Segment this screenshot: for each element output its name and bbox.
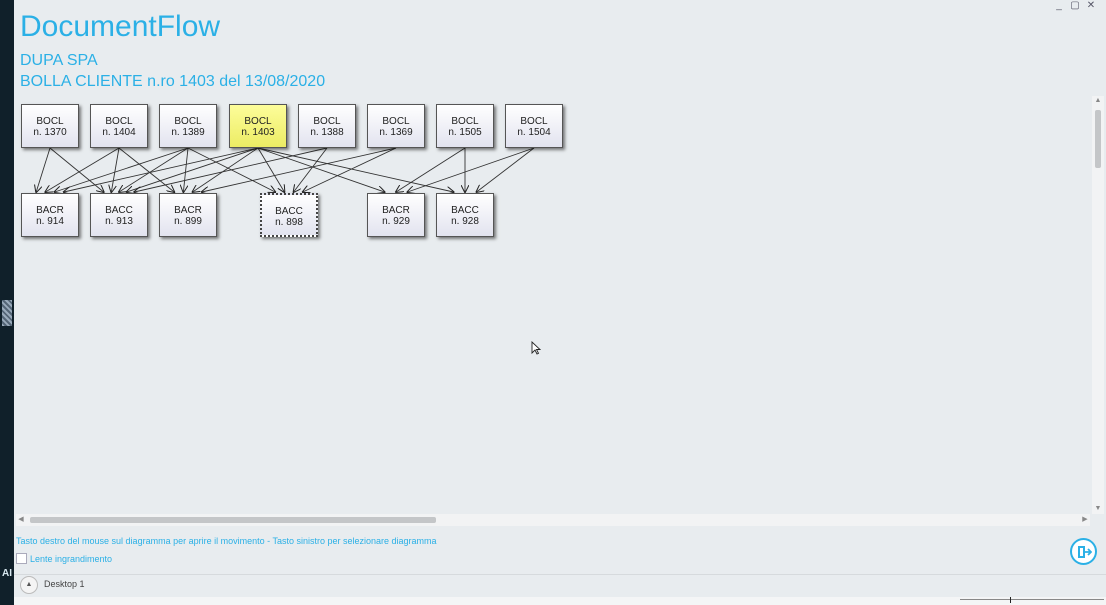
node-type: BACR	[36, 205, 64, 216]
diagram-hint-text: Tasto destro del mouse sul diagramma per…	[16, 536, 437, 546]
flow-arrow	[49, 147, 104, 192]
ruler-line	[960, 599, 1104, 600]
node-number: n. 899	[174, 216, 202, 227]
node-number: n. 928	[451, 216, 479, 227]
taskbar: ▲ Desktop 1	[14, 574, 1106, 595]
node-type: BACC	[105, 205, 133, 216]
scroll-up-arrow-icon[interactable]: ▲	[1094, 97, 1102, 104]
node-type: BOCL	[36, 116, 64, 127]
desktop-label[interactable]: Desktop 1	[44, 579, 85, 589]
flow-arrow	[303, 147, 397, 192]
node-number: n. 1403	[241, 127, 275, 138]
horizontal-scroll-thumb[interactable]	[30, 517, 436, 523]
flow-arrow	[294, 147, 328, 192]
node-type: BACR	[174, 205, 202, 216]
left-edge-strip: AI	[0, 0, 14, 605]
flow-arrow	[193, 147, 259, 192]
node-number: n. 914	[36, 216, 64, 227]
node-number: n. 1370	[33, 127, 67, 138]
minimize-button[interactable]: _	[1056, 0, 1062, 11]
node-type: BACC	[451, 205, 479, 216]
vertical-scrollbar[interactable]: ▲ ▼	[1092, 96, 1104, 514]
exit-button[interactable]	[1070, 538, 1097, 565]
close-button[interactable]: ✕	[1086, 0, 1096, 11]
node-number: n. 1505	[448, 127, 482, 138]
vertical-scroll-thumb[interactable]	[1095, 110, 1101, 168]
node-number: n. 1404	[102, 127, 136, 138]
node-type: BOCL	[451, 116, 479, 127]
node-type: BOCL	[382, 116, 410, 127]
flow-arrows	[16, 147, 535, 514]
left-strip-label: AI	[2, 568, 12, 579]
node-type: BOCL	[313, 116, 341, 127]
scroll-right-arrow-icon[interactable]: ▶	[1082, 516, 1088, 523]
checkbox-box[interactable]	[16, 553, 27, 564]
flow-arrow	[119, 147, 189, 192]
documentflow-window: _ ▢ ✕ DocumentFlow DUPA SPA BOLLA CLIENT…	[14, 0, 1106, 597]
mouse-cursor-icon	[531, 341, 541, 355]
exit-door-icon	[1077, 545, 1092, 558]
horizontal-scrollbar[interactable]: ◀ ▶	[16, 514, 1090, 526]
node-number: n. 1389	[171, 127, 205, 138]
ruler-marker	[1010, 597, 1011, 603]
node-type: BOCL	[244, 116, 272, 127]
flow-arrow	[55, 147, 189, 192]
flow-arrow	[127, 147, 259, 192]
flow-arrow	[477, 147, 535, 192]
flow-arrow	[257, 147, 454, 192]
flow-arrow	[183, 147, 189, 192]
flow-arrow	[64, 147, 259, 192]
node-number: n. 929	[382, 216, 410, 227]
flow-arrow	[134, 147, 328, 192]
node-type: BACC	[275, 206, 303, 217]
app-title: DocumentFlow	[20, 10, 221, 43]
magnifier-label: Lente ingrandimento	[30, 553, 113, 564]
scroll-down-arrow-icon[interactable]: ▼	[1094, 505, 1102, 512]
node-number: n. 898	[275, 217, 303, 228]
flow-arrow	[36, 147, 51, 192]
restore-button[interactable]: ▢	[1070, 0, 1080, 11]
scroll-left-arrow-icon[interactable]: ◀	[18, 516, 24, 523]
flow-arrow	[257, 147, 385, 192]
node-number: n. 1504	[517, 127, 551, 138]
bottom-ruler-strip	[14, 597, 1106, 605]
node-type: BOCL	[105, 116, 133, 127]
flow-arrow	[408, 147, 535, 192]
company-name: DUPA SPA	[20, 52, 98, 69]
flow-arrow	[257, 147, 284, 192]
node-type: BOCL	[520, 116, 548, 127]
flow-arrow	[45, 147, 120, 192]
node-number: n. 913	[105, 216, 133, 227]
node-number: n. 1388	[310, 127, 344, 138]
window-controls: _ ▢ ✕	[1052, 0, 1098, 12]
document-title: BOLLA CLIENTE n.ro 1403 del 13/08/2020	[20, 73, 326, 90]
magnifier-checkbox[interactable]: Lente ingrandimento	[16, 553, 112, 564]
flow-arrow	[202, 147, 397, 192]
chevron-up-icon[interactable]: ▲	[20, 576, 38, 594]
node-type: BOCL	[174, 116, 202, 127]
flow-arrow	[111, 147, 120, 192]
node-type: BACR	[382, 205, 410, 216]
splitter-grip[interactable]	[2, 300, 12, 326]
flow-arrow	[396, 147, 466, 192]
node-number: n. 1369	[379, 127, 413, 138]
